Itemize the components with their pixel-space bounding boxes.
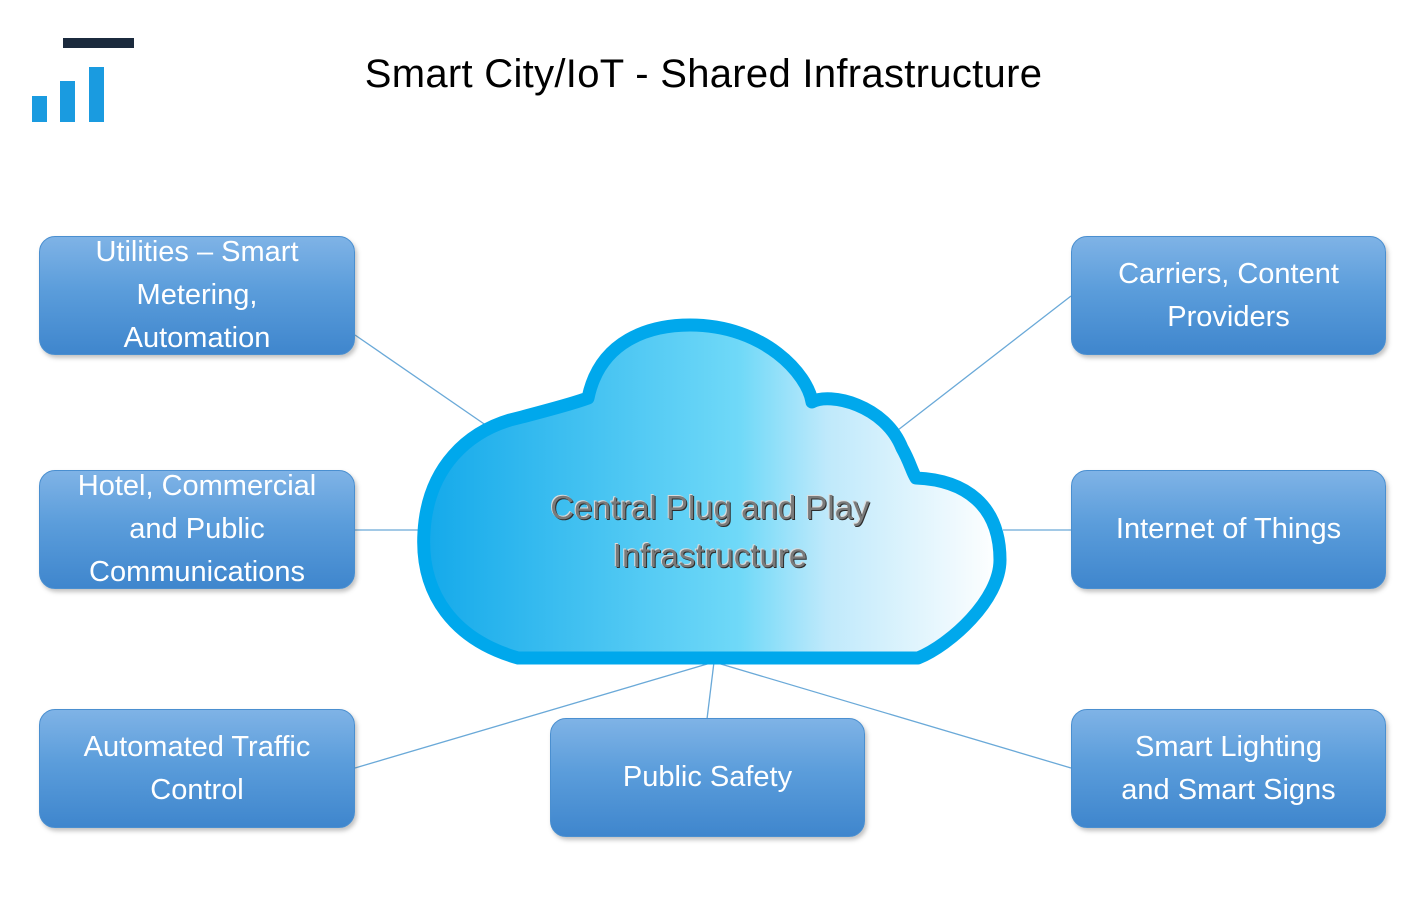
connector-lighting <box>713 661 1072 769</box>
bar-chart-logo-icon <box>32 38 134 122</box>
node-hotel: Hotel, Commercial and Public Communicati… <box>39 470 355 589</box>
connector-carriers <box>897 295 1072 431</box>
connector-safety <box>706 661 715 720</box>
page-title: Smart City/IoT - Shared Infrastructure <box>364 52 1043 96</box>
node-carriers: Carriers, Content Providers <box>1071 236 1386 355</box>
node-utilities: Utilities – Smart Metering, Automation <box>39 236 355 355</box>
connector-utilities <box>354 334 491 429</box>
node-traffic: Automated Traffic Control <box>39 709 355 828</box>
connector-traffic <box>354 661 715 769</box>
node-iot: Internet of Things <box>1071 470 1386 589</box>
node-safety: Public Safety <box>550 718 865 837</box>
cloud-label: Central Plug and Play Infrastructure <box>550 489 870 574</box>
node-lighting: Smart Lighting and Smart Signs <box>1071 709 1386 828</box>
cloud-shape <box>417 318 1007 665</box>
